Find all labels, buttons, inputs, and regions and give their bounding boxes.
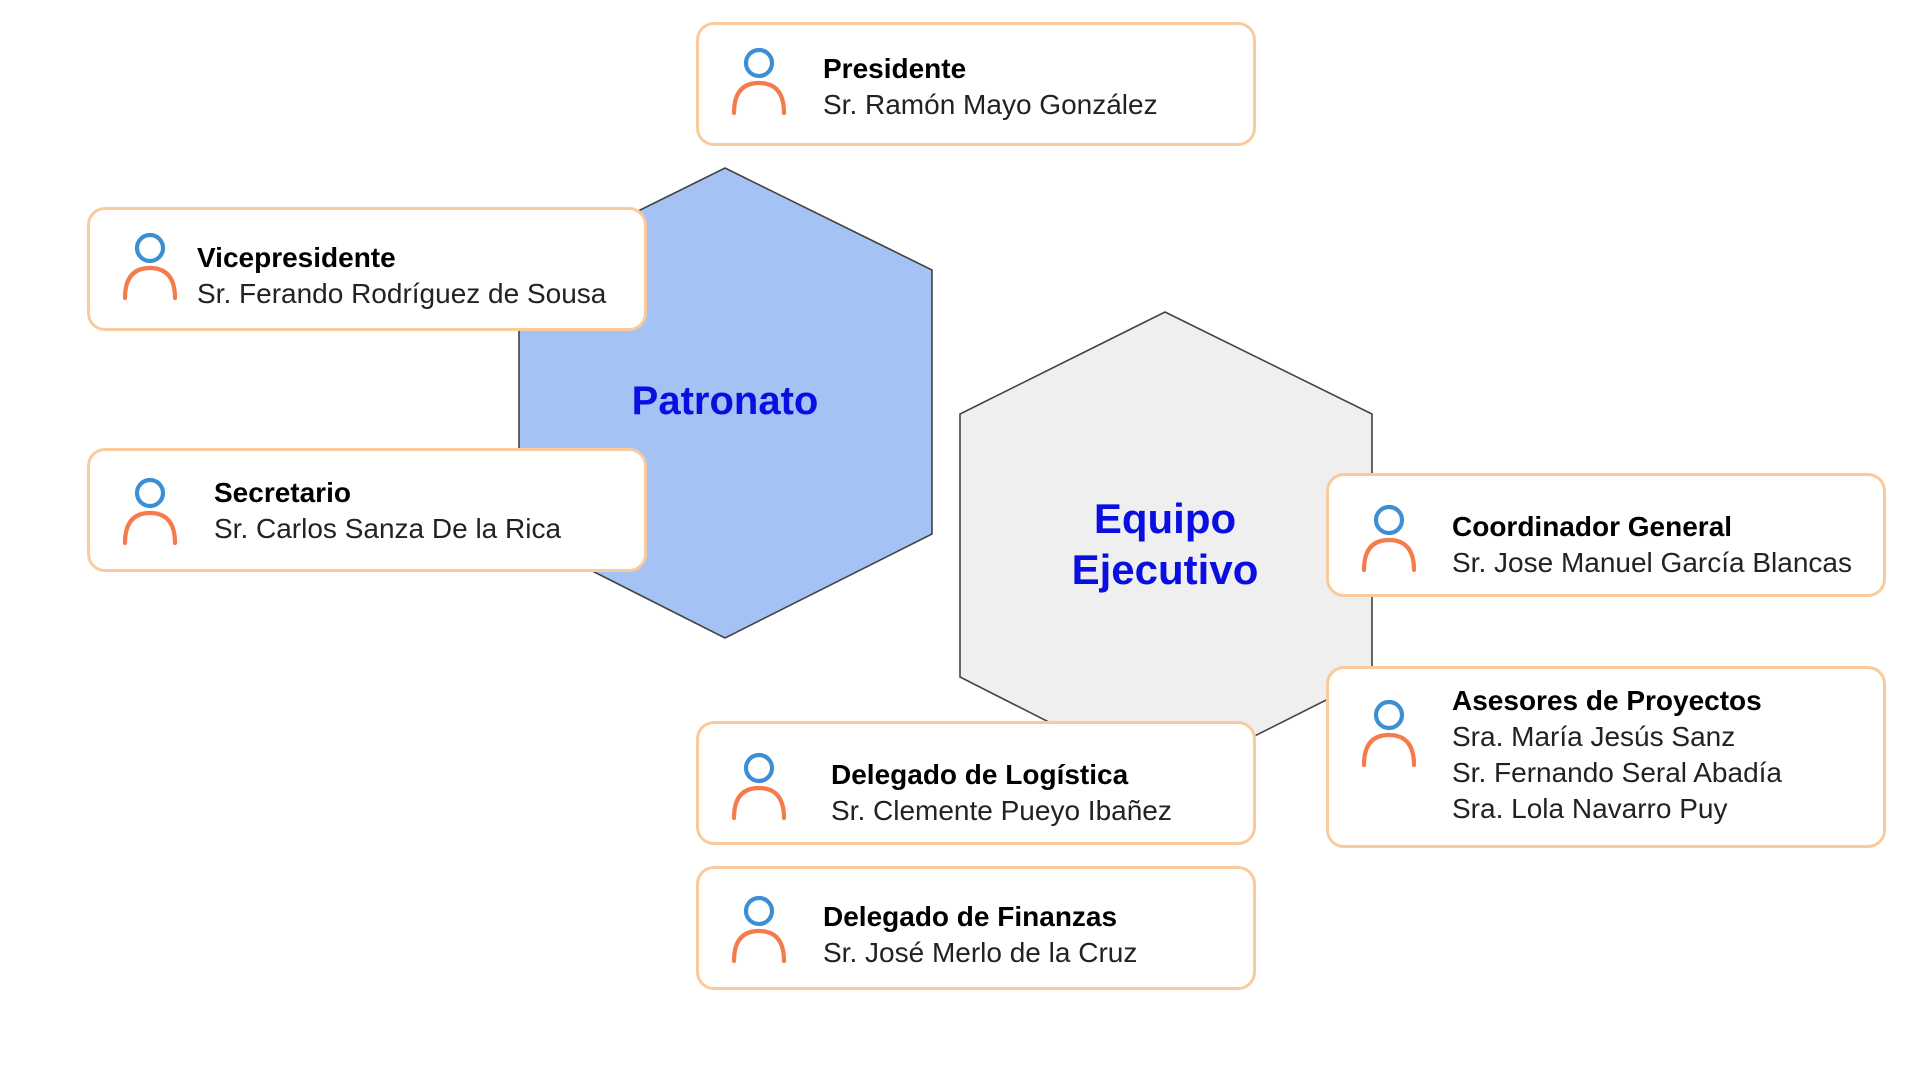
- card-person-name: Sr. Ferando Rodríguez de Sousa: [197, 278, 607, 309]
- card-text: Delegado de Logística Sr. Clemente Pueyo…: [831, 757, 1172, 829]
- card-title: Vicepresidente: [197, 242, 396, 273]
- card-delegado-finanzas: Delegado de Finanzas Sr. José Merlo de l…: [696, 866, 1256, 990]
- card-coordinador-general: Coordinador General Sr. Jose Manuel Garc…: [1326, 473, 1886, 597]
- person-icon: [731, 752, 787, 821]
- person-icon: [1361, 699, 1417, 768]
- card-person-name: Sra. María Jesús Sanz: [1452, 721, 1736, 752]
- card-person-name: Sr. Fernando Seral Abadía: [1452, 757, 1782, 788]
- card-person-name: Sr. Carlos Sanza De la Rica: [214, 513, 562, 544]
- card-asesores-proyectos: Asesores de Proyectos Sra. María Jesús S…: [1326, 666, 1886, 848]
- card-presidente: Presidente Sr. Ramón Mayo González: [696, 22, 1256, 146]
- patronato-label: Patronato: [631, 379, 819, 423]
- card-text: Delegado de Finanzas Sr. José Merlo de l…: [823, 899, 1137, 971]
- card-title: Coordinador General: [1452, 511, 1733, 542]
- card-text: Vicepresidente Sr. Ferando Rodríguez de …: [197, 240, 606, 312]
- equipo-label-line1: Equipo: [1093, 495, 1237, 542]
- card-text: Secretario Sr. Carlos Sanza De la Rica: [214, 475, 561, 547]
- card-person-name: Sr. Clemente Pueyo Ibañez: [831, 795, 1172, 826]
- card-delegado-logistica: Delegado de Logística Sr. Clemente Pueyo…: [696, 721, 1256, 845]
- equipo-ejecutivo-label: Equipo Ejecutivo: [1000, 493, 1330, 595]
- card-title: Delegado de Finanzas: [823, 901, 1118, 932]
- card-title: Presidente: [823, 53, 967, 84]
- card-text: Presidente Sr. Ramón Mayo González: [823, 51, 1158, 123]
- card-vicepresidente: Vicepresidente Sr. Ferando Rodríguez de …: [87, 207, 647, 331]
- card-person-name: Sra. Lola Navarro Puy: [1452, 793, 1728, 824]
- equipo-label-line2: Ejecutivo: [1071, 546, 1259, 594]
- card-title: Secretario: [214, 477, 351, 508]
- card-text: Coordinador General Sr. Jose Manuel Garc…: [1452, 509, 1852, 581]
- person-icon: [731, 47, 787, 116]
- card-title: Delegado de Logística: [831, 759, 1129, 790]
- card-person-name: Sr. José Merlo de la Cruz: [823, 937, 1138, 968]
- person-icon: [122, 232, 178, 301]
- card-title: Asesores de Proyectos: [1452, 685, 1762, 716]
- person-icon: [122, 477, 178, 546]
- person-icon: [731, 895, 787, 964]
- card-person-name: Sr. Ramón Mayo González: [823, 89, 1158, 120]
- card-text: Asesores de Proyectos Sra. María Jesús S…: [1452, 683, 1782, 827]
- card-person-name: Sr. Jose Manuel García Blancas: [1452, 547, 1852, 578]
- person-icon: [1361, 504, 1417, 573]
- card-secretario: Secretario Sr. Carlos Sanza De la Rica: [87, 448, 647, 572]
